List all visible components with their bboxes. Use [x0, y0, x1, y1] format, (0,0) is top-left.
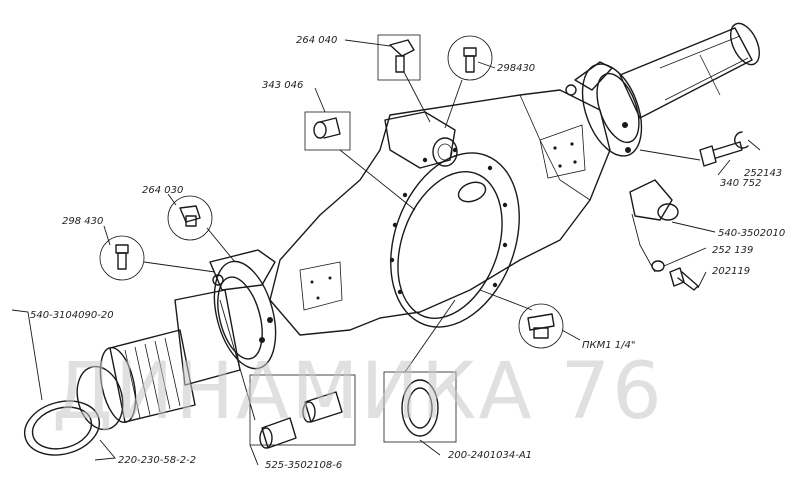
seal-ring-220-230: [23, 365, 124, 456]
left-hub: [209, 249, 277, 370]
label-540-3104090-20: 540-3104090-20: [30, 310, 114, 321]
label-343046: 343 046: [262, 80, 303, 91]
part-340752-bolt: [699, 141, 743, 167]
label-340752: 340 752: [720, 178, 761, 189]
part-540-3502010-bracket: [629, 179, 679, 221]
part-343046-sleeve: [304, 111, 351, 151]
leader-lines: [11, 39, 761, 466]
label-200-2401034-a1: 200-2401034-А1: [448, 450, 532, 461]
label-540-3502010: 540-3502010: [718, 228, 785, 239]
part-202119-bolt: [669, 267, 699, 291]
part-264030-fitting: [167, 195, 213, 241]
label-264030: 264 030: [142, 185, 183, 196]
watermark-text: ДИНАМИКА 76: [52, 347, 664, 437]
top-breather-boss: [384, 111, 458, 169]
label-525-3502108-6: 525-3502108-6: [265, 460, 342, 471]
label-252143: 252143: [744, 168, 782, 179]
part-298430-left-plug: [99, 235, 145, 281]
label-252139: 252 139: [712, 245, 753, 256]
part-525-3502108-6-bushings: [249, 374, 356, 449]
label-264040: 264 040: [296, 35, 337, 46]
part-298430-top-plug: [447, 35, 493, 81]
differential-opening: [389, 147, 520, 328]
right-hub-flange: [565, 61, 643, 157]
label-298430-left: 298 430: [62, 216, 103, 227]
part-264040-grease-fitting: [377, 34, 421, 81]
part-200-2401034-a1-seal: [383, 371, 457, 443]
label-298430-top: 298430: [497, 63, 535, 74]
label-202119: 202119: [712, 266, 750, 277]
part-pkm-drain-plug: [518, 303, 564, 349]
label-220-230-58-2-2: 220-230-58-2-2: [118, 455, 196, 466]
axle-housing: [269, 89, 611, 336]
right-axle-tube: [619, 22, 761, 119]
label-pkm: ПКМ1 1/4": [582, 340, 635, 351]
